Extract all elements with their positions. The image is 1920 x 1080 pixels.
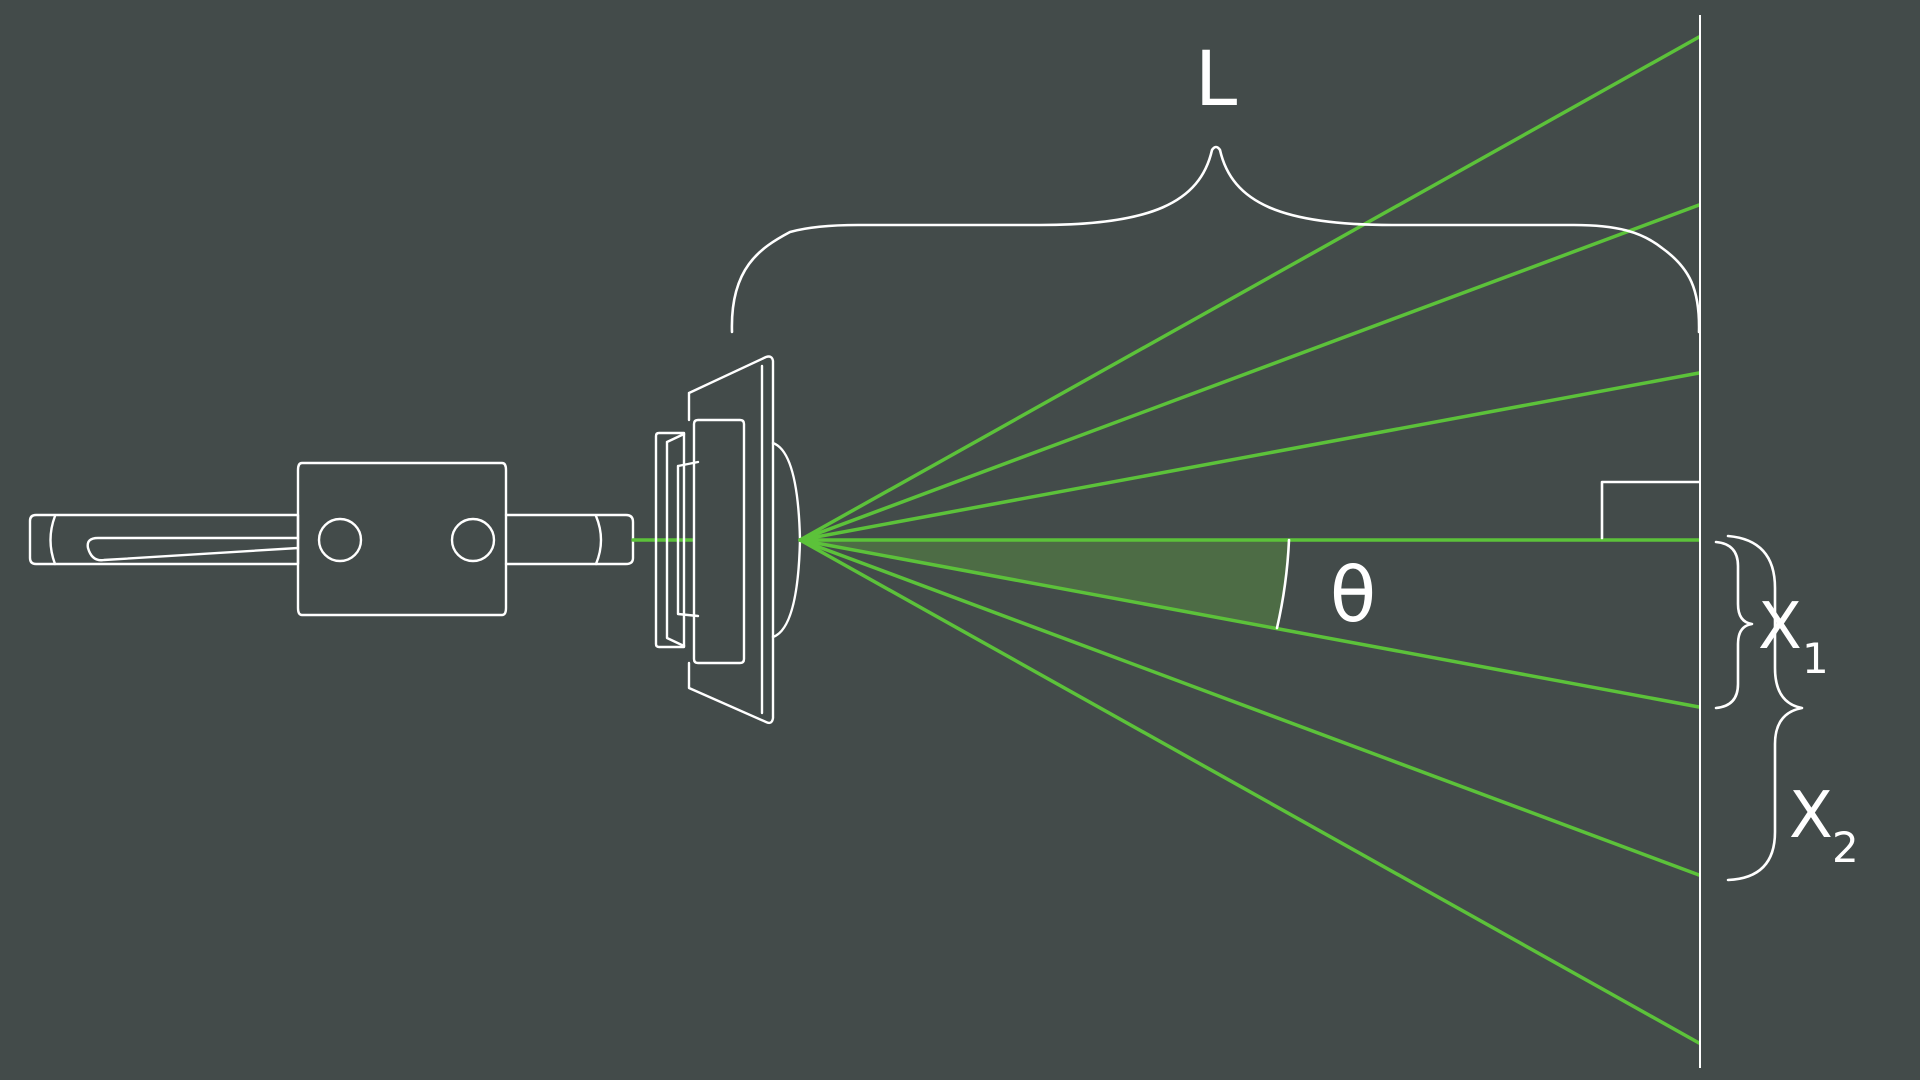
- right-angle-marker: [1600, 480, 1701, 540]
- laser-screw-right: [450, 517, 496, 563]
- diffraction-beams: [798, 35, 1701, 1045]
- laser-pointer: [28, 461, 694, 617]
- beam-order-minus-3: [798, 538, 1701, 1045]
- x1-label-main: X: [1758, 590, 1802, 664]
- angle-arc: [1275, 538, 1291, 630]
- beam-order-plus-2: [798, 203, 1701, 542]
- x2-label: X 2: [1789, 779, 1859, 872]
- x1-brace: [1714, 540, 1754, 710]
- distance-label: L: [1195, 34, 1237, 123]
- x1-label-subscript: 1: [1802, 634, 1829, 683]
- laser-tail: [28, 513, 300, 566]
- grating-holder: [654, 355, 802, 725]
- beam-order-minus-2: [798, 538, 1701, 877]
- laser-screw-left: [317, 517, 363, 563]
- laser-body: [296, 461, 508, 617]
- x2-label-subscript: 2: [1832, 823, 1859, 872]
- beam-order-minus-1: [798, 538, 1701, 709]
- x2-label-main: X: [1789, 779, 1833, 853]
- distance-brace: [730, 145, 1701, 334]
- beam-order-plus-3: [798, 35, 1701, 542]
- x2-brace: [1726, 534, 1804, 882]
- angle-label: θ: [1330, 550, 1377, 639]
- beam-order-plus-1: [798, 371, 1701, 542]
- x1-label: X 1: [1758, 590, 1829, 683]
